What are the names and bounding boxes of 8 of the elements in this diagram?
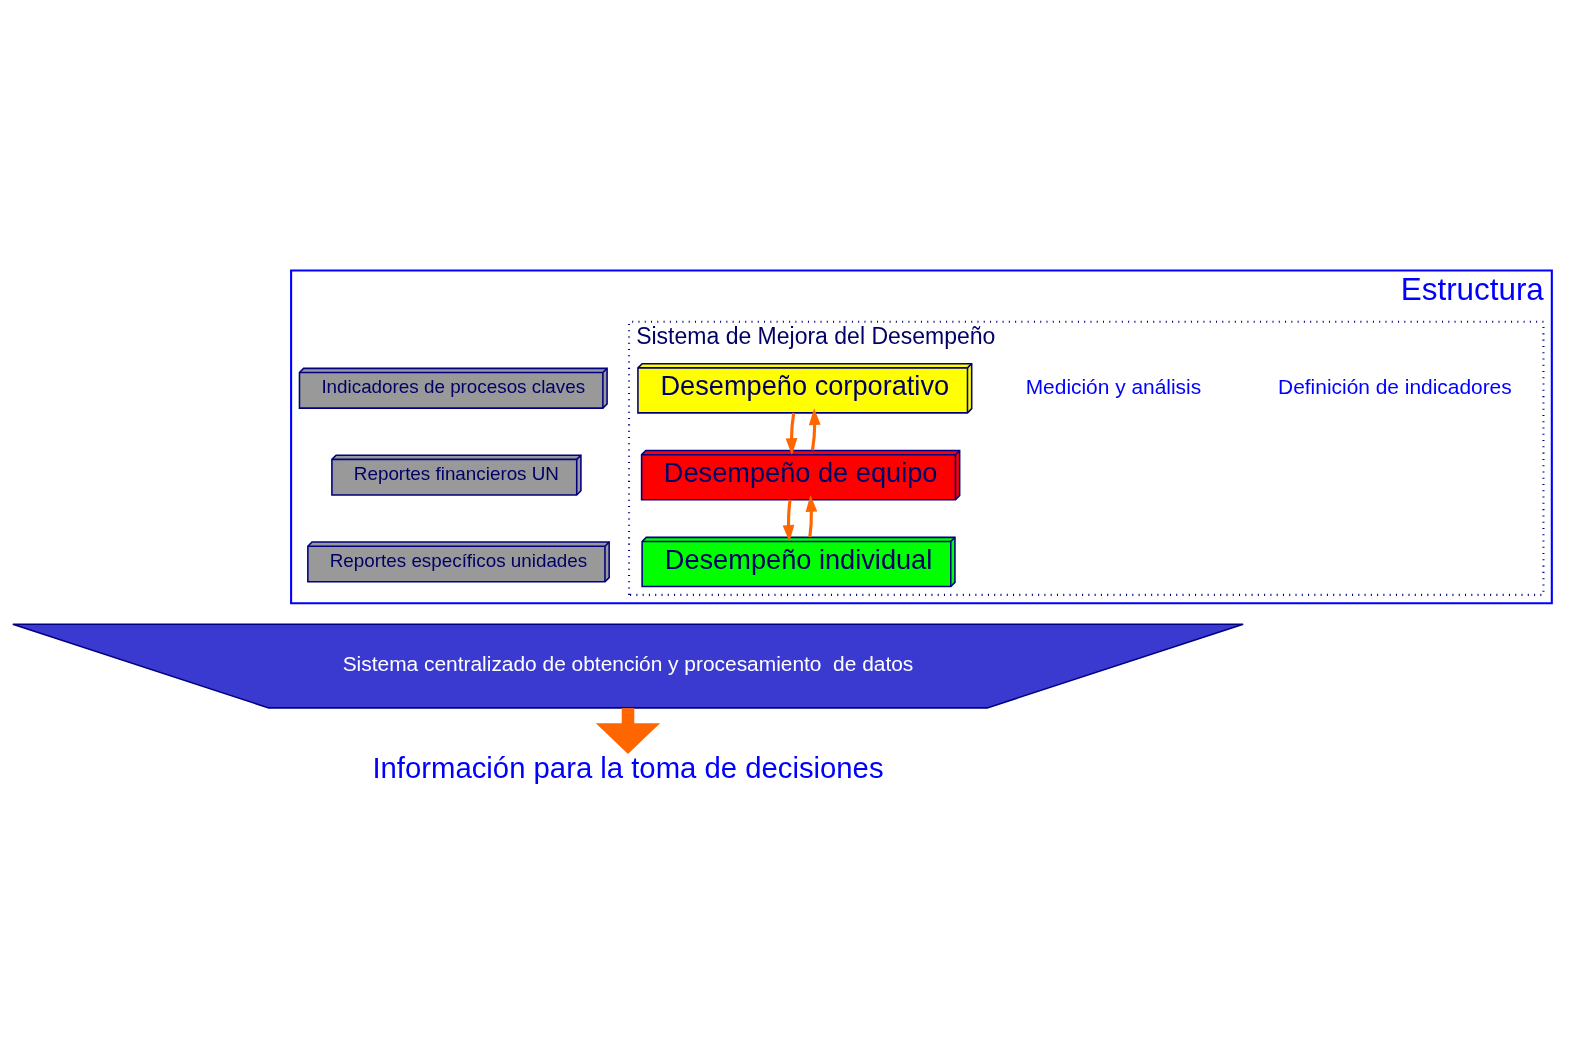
arrow — [595, 707, 661, 754]
arrow — [782, 499, 795, 542]
label: Definición de indicadores — [1278, 373, 1512, 397]
arrow — [808, 407, 821, 451]
arrow — [805, 494, 818, 537]
node-text: Información para la toma de decisiones — [372, 750, 884, 784]
arrow — [785, 412, 798, 455]
label: Medición y análisis — [1025, 373, 1202, 397]
